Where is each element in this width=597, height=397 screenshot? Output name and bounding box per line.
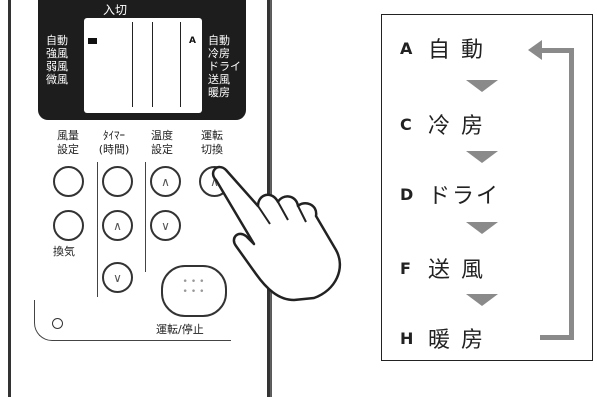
bottom-divider [34, 300, 231, 341]
temp-down-button[interactable]: ∨ [150, 210, 181, 241]
lcd-screen [84, 18, 202, 113]
mode-cycle-chart [381, 14, 593, 361]
arrow-down-icon [466, 222, 498, 234]
indicator-light [52, 318, 63, 329]
mode-code: D [400, 184, 416, 204]
mode-code: H [400, 328, 416, 348]
timer-label: ﾀｲﾏｰ (時間) [92, 129, 136, 157]
mode-row: D ドライ [400, 178, 500, 210]
label-line: 設定 [151, 143, 173, 156]
panel-title: 入切 [102, 3, 127, 17]
mode-name: 暖 房 [428, 328, 485, 353]
fan-setting-label: 風量 設定 [46, 129, 90, 157]
run-stop-button[interactable] [161, 265, 227, 317]
fan-label: 強風 [46, 47, 68, 60]
fan-setting-button[interactable] [53, 166, 84, 197]
label-line: 運転 [201, 129, 223, 142]
mode-code: A [400, 38, 415, 58]
temp-setting-label: 温度 設定 [140, 129, 184, 157]
label-line: 設定 [57, 143, 79, 156]
return-arrow-line [540, 48, 574, 340]
arrow-left-icon [528, 40, 542, 60]
column-divider [145, 162, 146, 272]
mode-code: C [400, 114, 414, 134]
chevron-down-icon: ∨ [113, 270, 122, 285]
button-texture: •••••• [182, 277, 208, 297]
lcd-mode-indicator: A [189, 36, 196, 46]
mode-name: ドライ [428, 184, 501, 209]
lcd-divider [180, 22, 181, 107]
fan-label: 微風 [46, 73, 68, 86]
chevron-up-icon: ∧ [113, 218, 122, 233]
temp-up-button[interactable]: ∧ [150, 166, 181, 197]
timer-up-button[interactable]: ∧ [102, 210, 133, 241]
chevron-up-icon: ∧ [210, 174, 219, 189]
mode-name: 自 動 [428, 38, 485, 63]
fan-label: 自動 [46, 34, 68, 47]
label-line: ﾀｲﾏｰ [103, 129, 125, 142]
pointing-hand-icon [211, 165, 342, 302]
mode-name: 送 風 [428, 258, 485, 283]
mode-label: 送風 [208, 73, 230, 86]
arrow-down-icon [466, 80, 498, 92]
timer-button[interactable] [102, 166, 133, 197]
timer-down-button[interactable]: ∨ [102, 262, 133, 293]
lcd-divider [132, 22, 133, 107]
arrow-down-icon [466, 151, 498, 163]
lcd-divider [152, 22, 153, 107]
mode-label: 暖房 [208, 86, 230, 99]
mode-labels: 自動 冷房 ドライ 送風 暖房 [208, 34, 241, 99]
mode-label: 自動 [208, 34, 230, 47]
arrow-down-icon [466, 294, 498, 306]
label-line: 切換 [201, 143, 223, 156]
fan-label: 弱風 [46, 60, 68, 73]
chevron-down-icon: ∨ [161, 218, 170, 233]
mode-switch-label: 運転 切換 [190, 129, 234, 157]
fan-speed-labels: 自動 強風 弱風 微風 [46, 34, 68, 86]
mode-label: ドライ [208, 60, 241, 73]
run-stop-label: 運転/停止 [156, 323, 204, 336]
mode-label: 冷房 [208, 47, 230, 60]
mode-code: F [400, 258, 413, 278]
label-line: 風量 [57, 129, 79, 142]
label-line: 温度 [151, 129, 173, 142]
lcd-fan-indicator [88, 38, 97, 44]
ventilation-label: 換気 [53, 245, 75, 258]
column-divider [97, 162, 98, 297]
ventilation-button[interactable] [53, 210, 84, 241]
mode-name: 冷 房 [428, 114, 485, 139]
chevron-up-icon: ∧ [161, 174, 170, 189]
label-line: (時間) [98, 143, 130, 156]
